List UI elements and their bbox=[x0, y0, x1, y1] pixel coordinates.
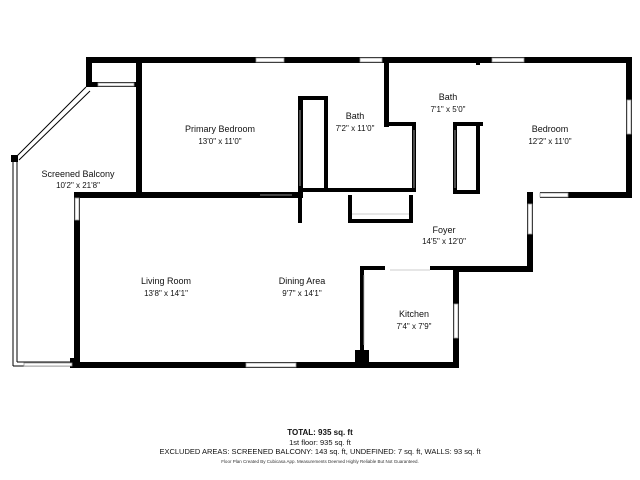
first-floor-area: 1st floor: 935 sq. ft bbox=[289, 438, 351, 447]
total-area: TOTAL: 935 sq. ft bbox=[287, 428, 353, 437]
dims-bath-2: 7'1" x 5'0" bbox=[431, 105, 466, 114]
window-balcony-left bbox=[74, 197, 80, 221]
label-foyer: Foyer bbox=[432, 225, 455, 235]
dims-bedroom: 12'2" x 11'0" bbox=[528, 137, 571, 146]
windows bbox=[23, 57, 632, 368]
label-bath-2: Bath bbox=[439, 92, 458, 102]
window-bedroom-top bbox=[491, 57, 525, 63]
label-primary-bedroom: Primary Bedroom bbox=[185, 124, 255, 134]
window-primary-bedroom bbox=[255, 57, 285, 63]
disclaimer: Floor Plan Created By Cubicasa App. Meas… bbox=[221, 459, 419, 464]
window-bedroom-right bbox=[626, 99, 632, 135]
room-labels: Screened Balcony 10'2" x 21'8" Primary B… bbox=[41, 92, 571, 331]
dims-screened-balcony: 10'2" x 21'8" bbox=[56, 181, 100, 190]
dims-primary-bedroom: 13'0" x 11'0" bbox=[198, 137, 241, 146]
exterior-walls bbox=[74, 57, 632, 368]
label-screened-balcony: Screened Balcony bbox=[41, 169, 115, 179]
balcony-screen bbox=[11, 86, 91, 368]
window-kitchen bbox=[453, 303, 459, 339]
window-bedroom-bottom bbox=[539, 192, 569, 198]
door-openings bbox=[260, 110, 456, 345]
window-foyer-right bbox=[527, 203, 533, 235]
window-balcony-top bbox=[97, 82, 135, 87]
window-balcony-bottom bbox=[23, 362, 73, 367]
label-kitchen: Kitchen bbox=[399, 309, 429, 319]
label-bedroom: Bedroom bbox=[532, 124, 569, 134]
label-dining-area: Dining Area bbox=[279, 276, 326, 286]
area-summary: TOTAL: 935 sq. ft 1st floor: 935 sq. ft … bbox=[0, 428, 640, 468]
dims-dining-area: 9'7" x 14'1" bbox=[282, 289, 322, 298]
dims-bath-1: 7'2" x 11'0" bbox=[336, 124, 375, 133]
window-bath bbox=[359, 57, 383, 63]
dims-kitchen: 7'4" x 7'9" bbox=[397, 322, 432, 331]
window-living-bottom bbox=[245, 362, 297, 368]
label-bath-1: Bath bbox=[346, 111, 365, 121]
dims-living-room: 13'8" x 14'1" bbox=[144, 289, 188, 298]
excluded-areas: EXCLUDED AREAS: SCREENED BALCONY: 143 sq… bbox=[159, 447, 481, 456]
label-living-room: Living Room bbox=[141, 276, 191, 286]
dims-foyer: 14'5" x 12'0" bbox=[422, 237, 466, 246]
